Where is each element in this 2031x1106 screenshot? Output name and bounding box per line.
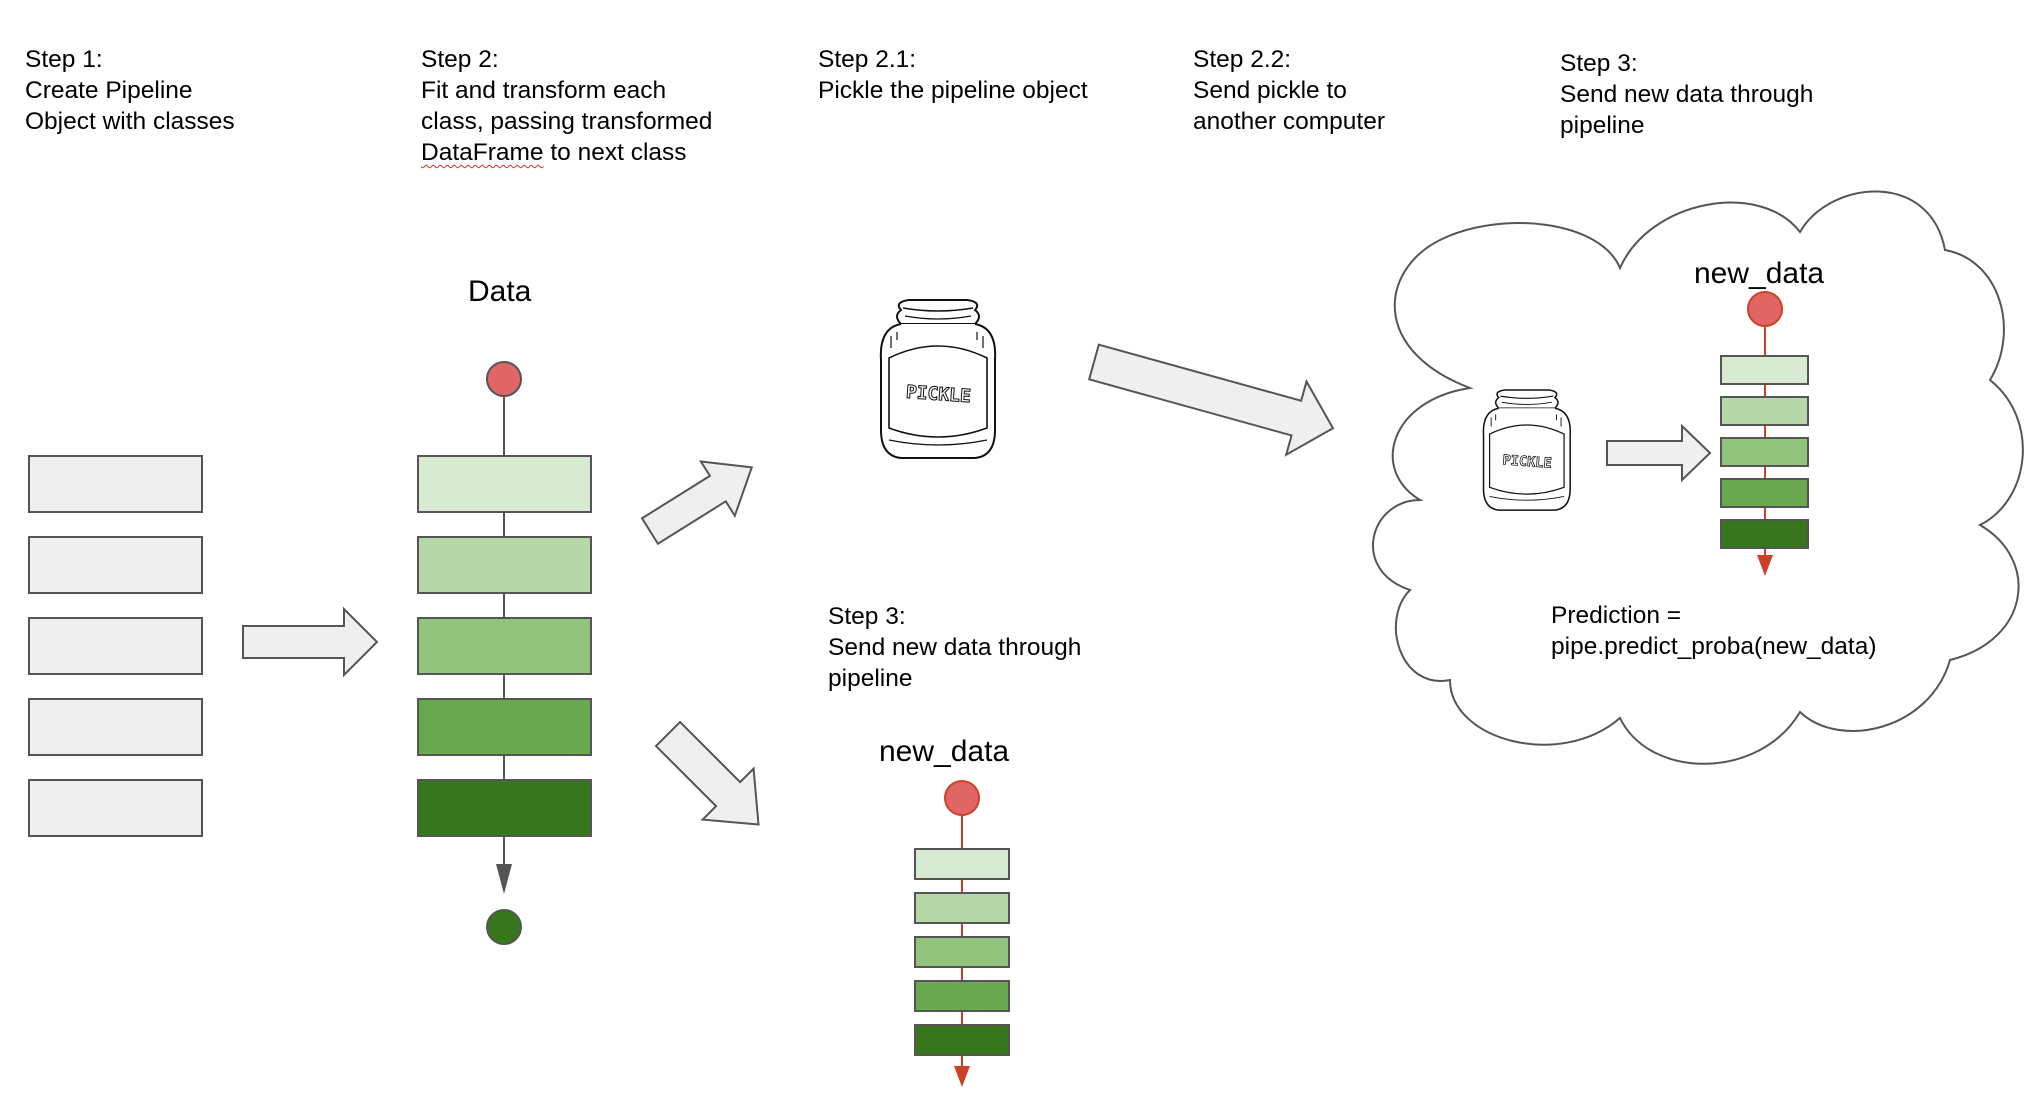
pickle-jar-small-icon: PICKLE	[1482, 389, 1572, 511]
fitted-pipeline	[417, 361, 592, 945]
empty-class-box	[28, 536, 203, 594]
new-data-input-node	[944, 780, 980, 816]
data-input-node	[486, 361, 522, 397]
new-data-class-box-1	[914, 848, 1010, 880]
fitted-class-box-1	[417, 455, 592, 513]
new-data-heading: new_data	[879, 735, 1010, 768]
arrow-step2-to-pickle	[640, 460, 754, 546]
fitted-class-box-2	[417, 536, 592, 594]
step2-label: Step 2: Fit and transform each class, pa…	[421, 44, 712, 168]
cloud-class-box-5	[1720, 519, 1809, 549]
cloud-new-data-heading: new_data	[1694, 257, 1825, 290]
step1-label: Step 1: Create Pipeline Object with clas…	[25, 44, 235, 137]
step3-top-label: Step 3: Send new data through pipeline	[1560, 48, 1813, 141]
new-data-class-box-4	[914, 980, 1010, 1012]
cloud-pipeline-red-arrowhead	[1757, 555, 1773, 576]
step1-line2: Object with classes	[25, 108, 235, 135]
new-data-red-arrowhead	[954, 1066, 970, 1087]
data-output-node	[486, 909, 522, 945]
prediction-line1: Prediction =	[1551, 602, 1682, 629]
arrow-step2-to-new-data	[654, 720, 760, 826]
cloud-pipeline	[1720, 291, 1809, 576]
arrow-jar-to-cloud-pipeline	[1606, 423, 1712, 483]
step1-title: Step 1:	[25, 46, 103, 73]
step2-dataframe-word: DataFrame	[421, 139, 544, 166]
prediction-line2: pipe.predict_proba(new_data)	[1551, 633, 1877, 660]
fitted-class-box-4	[417, 698, 592, 756]
step2-line3: DataFrame to next class	[421, 137, 712, 168]
pickle-jar-label: PICKLE	[905, 382, 971, 407]
step1-line1: Create Pipeline	[25, 77, 193, 104]
step2-title: Step 2:	[421, 46, 499, 73]
arrow-step1-to-step2	[242, 606, 379, 678]
step3-top-line2: pipeline	[1560, 112, 1645, 139]
step22-line1: Send pickle to	[1193, 77, 1347, 104]
step3-mid-line1: Send new data through	[828, 634, 1082, 661]
pipeline-arrowhead	[496, 864, 512, 894]
cloud-class-box-1	[1720, 355, 1809, 385]
empty-class-box	[28, 455, 203, 513]
step21-line1: Pickle the pipeline object	[818, 77, 1088, 104]
data-heading: Data	[468, 275, 532, 308]
pickle-jar-small-label: PICKLE	[1502, 452, 1552, 471]
arrow-pickle-to-cloud	[1087, 343, 1335, 457]
new-data-class-box-3	[914, 936, 1010, 968]
cloud-class-box-2	[1720, 396, 1809, 426]
step3-top-title: Step 3:	[1560, 50, 1638, 77]
pickle-jar-icon: PICKLE	[879, 299, 997, 459]
step21-label: Step 2.1: Pickle the pipeline object	[818, 44, 1088, 106]
step3-mid-line2: pipeline	[828, 665, 913, 692]
fitted-class-box-5	[417, 779, 592, 837]
empty-class-box	[28, 779, 203, 837]
step22-line2: another computer	[1193, 108, 1386, 135]
prediction-label: Prediction = pipe.predict_proba(new_data…	[1551, 600, 1877, 662]
empty-class-box	[28, 698, 203, 756]
step2-line3-rest: to next class	[543, 139, 687, 166]
step22-label: Step 2.2: Send pickle to another compute…	[1193, 44, 1385, 137]
step3-mid-label: Step 3: Send new data through pipeline	[828, 601, 1081, 694]
new-data-class-box-5	[914, 1024, 1010, 1056]
cloud-class-box-4	[1720, 478, 1809, 508]
step3-top-line1: Send new data through	[1560, 81, 1814, 108]
step21-title: Step 2.1:	[818, 46, 917, 73]
new-data-class-box-2	[914, 892, 1010, 924]
step22-title: Step 2.2:	[1193, 46, 1292, 73]
pipeline-class-boxes	[28, 455, 203, 837]
cloud-new-data-input-node	[1747, 291, 1783, 327]
new-data-pipeline	[914, 780, 1010, 1087]
fitted-class-box-3	[417, 617, 592, 675]
remote-computer-cloud	[1372, 190, 2024, 765]
step2-line1: Fit and transform each	[421, 77, 667, 104]
cloud-class-box-3	[1720, 437, 1809, 467]
empty-class-box	[28, 617, 203, 675]
step3-mid-title: Step 3:	[828, 603, 906, 630]
step2-line2: class, passing transformed	[421, 108, 713, 135]
